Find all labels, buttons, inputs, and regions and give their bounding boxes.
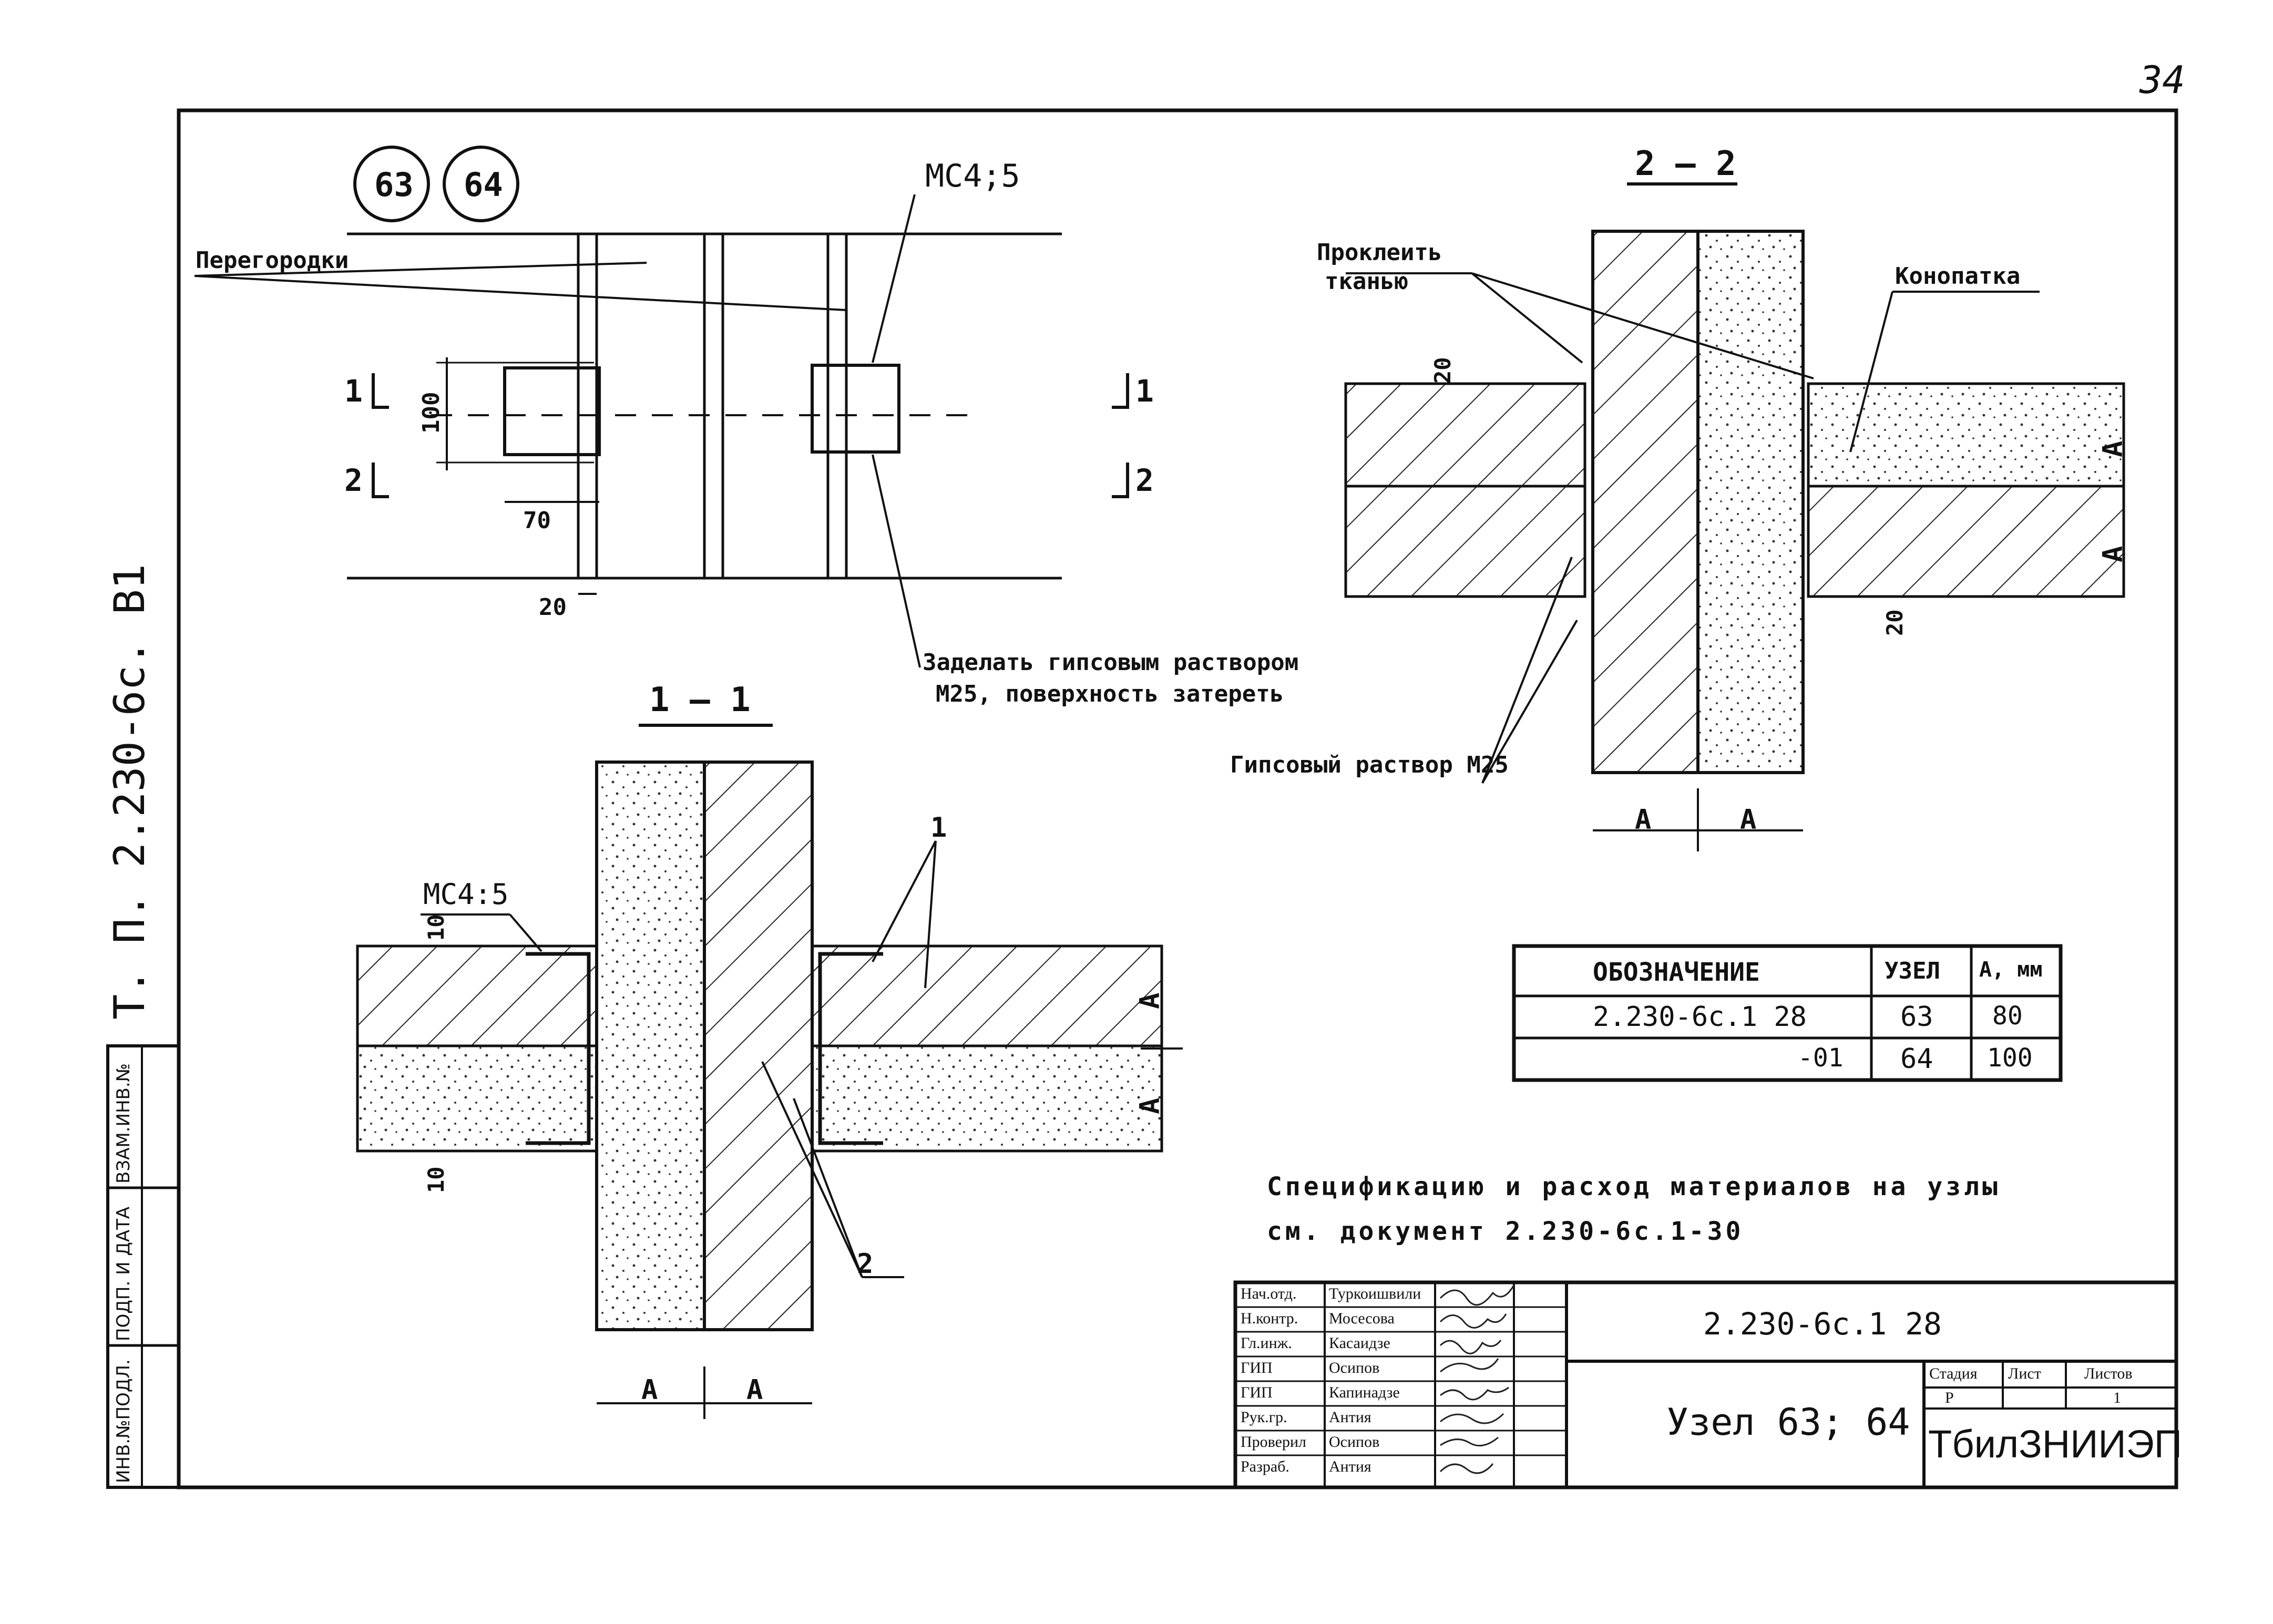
dim-a-section2-2: А <box>1740 804 1757 836</box>
section-mark-2-right: 2 <box>1135 462 1154 498</box>
signer-role-4: ГИП <box>1241 1359 1273 1376</box>
sheets-label: Листов <box>2084 1365 2133 1382</box>
note-line-2: см. документ 2.230-6с.1-30 <box>1267 1217 1744 1246</box>
signer-name-8: Антия <box>1329 1458 1371 1475</box>
wall-left-2 <box>1591 230 1699 774</box>
signer-role-8: Разраб. <box>1241 1458 1289 1475</box>
note-seal-2: М25, поверхность затереть <box>936 681 1284 707</box>
dim-a-section2-3: А <box>2097 440 2129 457</box>
side-stamp-sign: ПОДП. И ДАТА <box>113 1206 134 1341</box>
signer-name-2: Мосесова <box>1329 1310 1395 1327</box>
dim-a-section1-4: А <box>1134 1097 1166 1114</box>
label-ms-section: МС4:5 <box>423 878 509 911</box>
dim-10-bottom: 10 <box>423 1166 449 1193</box>
callout-2: 2 <box>857 1248 874 1280</box>
signer-name-4: Осипов <box>1329 1359 1380 1376</box>
dim-70: 70 <box>523 507 551 534</box>
sheet-label: Лист <box>2008 1365 2041 1382</box>
sheet-frame <box>177 108 2178 1489</box>
table-header-a: А, мм <box>1979 958 2043 982</box>
signer-name-5: Капинадзе <box>1329 1384 1400 1401</box>
signature-5 <box>1440 1386 1509 1401</box>
dim-100: 100 <box>418 392 445 434</box>
table-row1-designation: 2.230-6с.1 28 <box>1593 1001 1807 1033</box>
signature-1 <box>1439 1284 1515 1306</box>
callout-1: 1 <box>930 812 947 844</box>
signature-7 <box>1440 1436 1499 1447</box>
signer-role-1: Нач.отд. <box>1241 1285 1297 1302</box>
signer-role-6: Рук.гр. <box>1241 1409 1287 1426</box>
signature-8 <box>1439 1463 1494 1474</box>
signer-name-7: Осипов <box>1329 1433 1380 1451</box>
section-mark-1-left: 1 <box>344 373 363 409</box>
side-stamp-frame <box>106 1044 180 1489</box>
dim-a-section2-1: А <box>1635 804 1652 836</box>
spec-table-lines <box>1512 944 2063 1082</box>
dim-20-top-section2: 20 <box>1430 357 1456 384</box>
document-code: 2.230-6с.1 28 <box>1703 1306 1942 1342</box>
label-mortar: Гипсовый раствор М25 <box>1230 752 1509 778</box>
section-1-1 <box>356 724 1183 1419</box>
table-row2-designation: -01 <box>1798 1043 1844 1073</box>
dim-a-section1-2: А <box>746 1374 763 1406</box>
wall-right-2 <box>1696 230 1805 774</box>
table-header-node: УЗЕЛ <box>1885 958 1940 984</box>
section-2-2 <box>1344 182 2125 851</box>
section-mark-1-right: 1 <box>1135 373 1154 409</box>
signer-role-2: Н.контр. <box>1241 1310 1298 1327</box>
label-glue-2: тканью <box>1325 268 1408 295</box>
signature-6 <box>1440 1413 1504 1424</box>
section-2-2-title: 2 — 2 <box>1635 145 1736 183</box>
wall-left-1 <box>595 760 706 1331</box>
organization: ТбилЗНИИЭП <box>1928 1422 2182 1466</box>
signature-3 <box>1439 1340 1502 1354</box>
dim-10-top: 10 <box>423 914 449 941</box>
dim-a-section1-1: А <box>641 1374 658 1406</box>
sheet-number: 34 <box>2139 58 2185 102</box>
sheets-value: 1 <box>2113 1389 2121 1406</box>
node-mark-63-label: 63 <box>374 166 414 204</box>
signer-name-3: Касаидзе <box>1329 1334 1390 1352</box>
table-row1-node: 63 <box>1900 1001 1933 1033</box>
dim-a-section2-4: А <box>2097 546 2129 562</box>
wall-right-1 <box>703 760 814 1331</box>
signer-name-1: Туркоишвили <box>1329 1285 1421 1302</box>
signature-2 <box>1439 1313 1507 1329</box>
sheet-title: Узел 63; 64 <box>1666 1401 1910 1444</box>
note-line-1: Спецификацию и расход материалов на узлы <box>1267 1172 2001 1201</box>
label-caulk: Конопатка <box>1895 263 2021 290</box>
plan-plate-right <box>811 364 900 454</box>
table-row1-a: 80 <box>1992 1001 2023 1031</box>
label-ms-plan: МС4;5 <box>925 158 1020 194</box>
signer-role-5: ГИП <box>1241 1384 1273 1401</box>
section-mark-2-left: 2 <box>344 462 363 498</box>
title-block-lines <box>1233 1280 2178 1489</box>
section-1-1-title: 1 — 1 <box>649 681 751 720</box>
dim-a-section1-3: А <box>1134 992 1166 1009</box>
plan-plate-left <box>503 366 601 456</box>
signer-role-3: Гл.инж. <box>1241 1334 1292 1352</box>
dim-20-plan: 20 <box>539 594 567 621</box>
label-glue: Проклеить <box>1317 239 1442 266</box>
side-stamp-replace: ВЗАМ.ИНВ.№ <box>113 1063 134 1184</box>
node-mark-64 <box>443 146 519 222</box>
table-header-designation: ОБОЗНАЧЕНИЕ <box>1593 958 1760 987</box>
table-row2-node: 64 <box>1900 1043 1933 1075</box>
side-code: Т. П. 2.230-6с. В1 <box>105 564 154 1020</box>
node-mark-64-label: 64 <box>464 166 503 204</box>
label-partitions: Перегородки <box>196 247 349 274</box>
plan-view <box>194 146 1129 668</box>
stage-label: Стадия <box>1929 1365 1978 1382</box>
signature-4 <box>1440 1358 1499 1373</box>
side-stamp-inv: ИНВ.№ПОДЛ. <box>113 1359 134 1483</box>
note-seal: Заделать гипсовым раствором <box>923 649 1299 676</box>
signer-role-7: Проверил <box>1241 1433 1306 1451</box>
table-row2-a: 100 <box>1987 1043 2033 1073</box>
node-mark-63 <box>353 146 430 222</box>
signer-name-6: Антия <box>1329 1409 1371 1426</box>
stage-value: Р <box>1945 1389 1954 1406</box>
dim-20-bottom-section2: 20 <box>1882 609 1908 636</box>
